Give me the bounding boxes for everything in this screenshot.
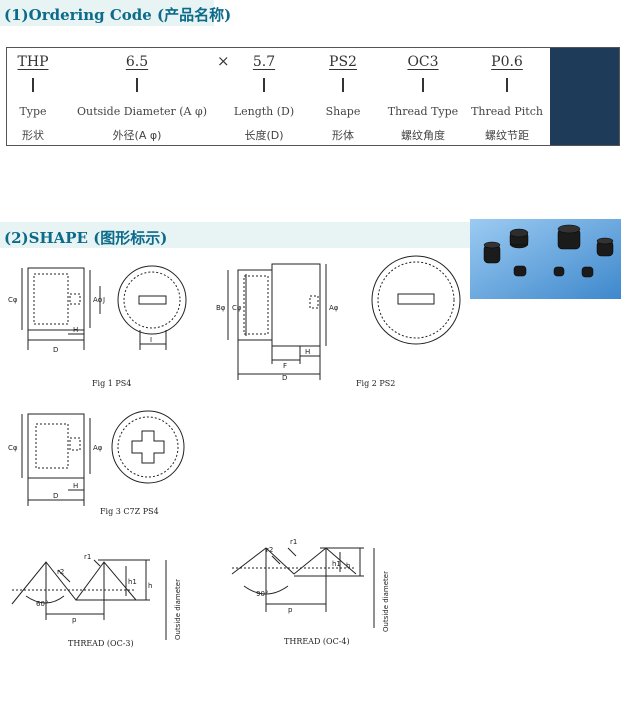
thread1-r2-label: r2 [57,568,64,576]
fig2-c-label: Cφ [232,304,242,312]
fig3-side-view [21,413,91,506]
code-column-thread-pitch: P0.6 Thread Pitch 螺纹节距 [457,48,557,145]
code-tick [506,78,508,92]
thread-oc3-drawing [11,559,167,640]
code-value-outside-diameter: 6.5 [125,54,149,70]
code-value-shape: PS2 [329,54,357,70]
fig3-a-label: Aφ [93,444,103,452]
thread2-p-label: p [288,606,293,614]
ordering-code-box: THP Type 形状 6.5 Outside Diameter (A φ) 外… [6,47,620,146]
code-times-symbol: × [217,52,230,70]
code-tick [263,78,265,92]
code-value-length: 5.7 [252,54,276,70]
thread2-r1-label: r1 [290,538,297,546]
code-label-en-length: Length (D) [233,105,295,118]
code-label-cn-thread-type: 螺纹角度 [401,129,445,142]
thread-oc4-drawing [231,547,375,628]
ordering-code-title: (1)Ordering Code (产品名称) [4,6,232,24]
fig2-f-label: F [283,362,287,370]
thread2-outside-diameter: Outside diameter [382,571,390,632]
thread2-r2-label: r2 [266,546,273,554]
fig2-h-label: H [305,348,310,356]
thread1-angle: 60° [36,600,48,608]
code-dark-panel [550,48,619,145]
fig1-d-label: D [53,346,58,354]
fig1-c-label: Cφ [8,296,18,304]
thread1-p-label: p [72,616,77,624]
code-tick [422,78,424,92]
thread2-angle: 90° [256,590,268,598]
fig2-d-label: D [282,374,287,382]
code-tick [342,78,344,92]
code-label-en-thread-type: Thread Type [387,105,459,118]
fig3-d-label: D [53,492,58,500]
thread1-h1-label: h1 [128,578,137,586]
thread1-outside-diameter: Outside diameter [174,579,182,640]
fig3-end-view [111,410,185,484]
code-column-shape: PS2 Shape 形体 [298,48,388,145]
code-value-thread-pitch: P0.6 [491,54,523,70]
fig2-end-view [371,255,461,345]
code-label-en-type: Type [19,105,47,118]
code-label-en-thread-pitch: Thread Pitch [471,105,543,118]
product-photo [470,219,621,299]
code-label-en-shape: Shape [325,105,361,118]
shape-title: (2)SHAPE (图形标示) [4,229,168,247]
code-label-cn-outside-diameter: 外径(A φ) [112,129,162,142]
shape-header-bar [0,222,470,248]
fig2-caption: Fig 2 PS2 [356,379,395,388]
code-tick [32,78,34,92]
code-value-type: THP [17,54,49,70]
fig3-caption: Fig 3 C7Z PS4 [100,507,159,516]
fig1-side-view [21,267,91,350]
fig2-side-view [227,263,327,380]
thread1-r1-label: r1 [84,553,91,561]
code-label-cn-shape: 形体 [332,129,354,142]
ordering-code-header-bar [0,0,214,26]
thread2-h1-label: h1 [332,560,341,568]
thread1-h-label: h [148,582,152,590]
fig1-h-label: H [73,326,78,334]
thread1-caption: THREAD (OC-3) [68,639,134,648]
thread2-caption: THREAD (OC-4) [284,637,350,646]
code-column-type: THP Type 形状 [0,48,88,145]
fig2-a-label: Aφ [329,304,339,312]
code-column-thread-type: OC3 Thread Type 螺纹角度 [373,48,473,145]
code-column-length: 5.7 Length (D) 长度(D) [209,48,319,145]
fig1-a-label: Aφ [93,296,103,304]
code-value-thread-type: OC3 [407,54,439,70]
code-column-outside-diameter: 6.5 Outside Diameter (A φ) 外径(A φ) [77,48,207,145]
code-label-cn-thread-pitch: 螺纹节距 [485,129,529,142]
code-label-cn-type: 形状 [22,129,44,142]
fig1-i-label: I [150,336,152,344]
code-tick [136,78,138,92]
fig3-c-label: Cφ [8,444,18,452]
thread2-h-label: h [346,562,350,570]
code-label-en-outside-diameter: Outside Diameter (A φ) [77,105,207,118]
fig1-end-view [99,265,187,350]
fig1-caption: Fig 1 PS4 [92,379,131,388]
fig3-h-label: H [73,482,78,490]
code-label-cn-length: 长度(D) [244,129,284,142]
fig2-b-label: Bφ [216,304,226,312]
fig1-j-label: J [102,296,105,304]
